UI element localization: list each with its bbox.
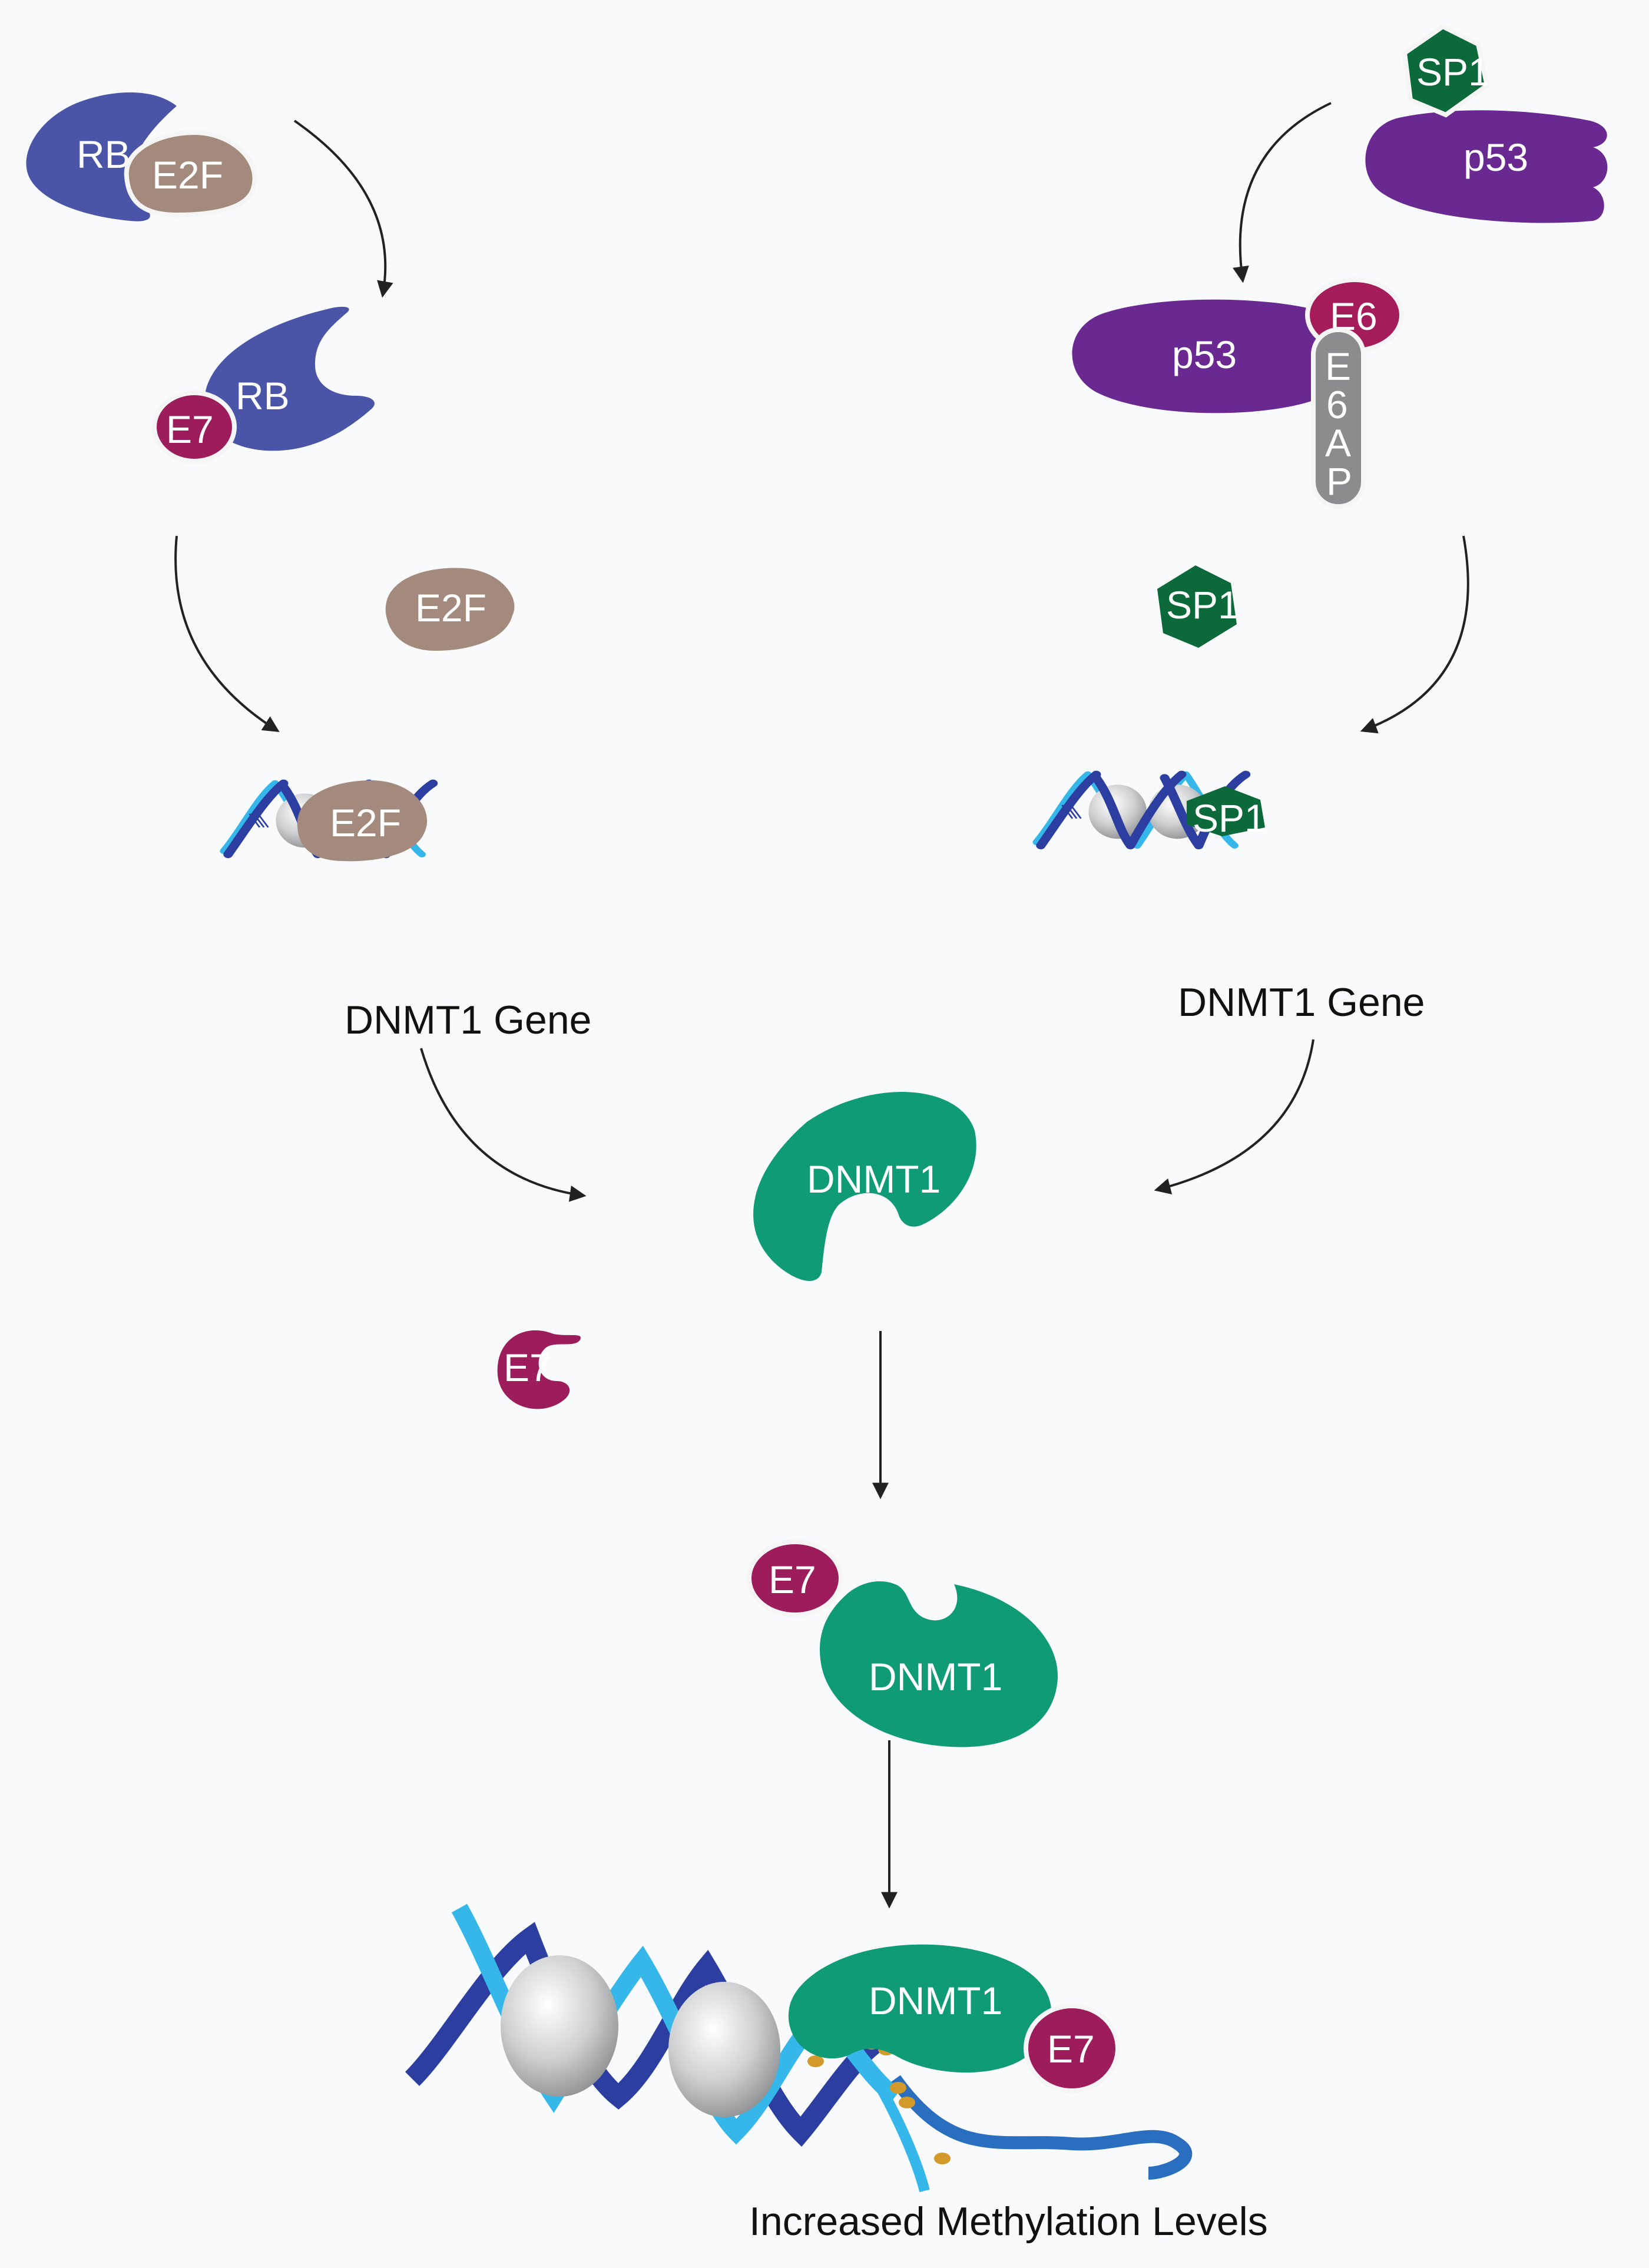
arrow-gene-left-to-dnmt1 (420, 1048, 587, 1202)
dna-strand-dark (1091, 774, 1135, 850)
dna-strand-dark (1125, 770, 1187, 850)
sp1-p53-complex: p53 SP1 (1365, 24, 1608, 223)
arrow-rb-release (293, 120, 393, 298)
sp1-free: SP1 (1157, 565, 1240, 648)
dnmt1-free: DNMT1 (753, 1091, 976, 1281)
sp1-protein-top (1402, 24, 1490, 118)
sp1-protein-free (1157, 565, 1237, 648)
rb-top-label: RB (77, 133, 131, 176)
p53-protein-bound (1072, 299, 1332, 413)
methyl-group (807, 2055, 824, 2067)
e2f-on-dna: E2F (297, 780, 428, 862)
dnmt1-bottom-label: DNMT1 (869, 1979, 1002, 2022)
e7-protein-free (497, 1330, 581, 1409)
dnmt1-protein-mid (753, 1091, 976, 1281)
p53-bound-label: p53 (1172, 333, 1237, 376)
sp1-protein-dna (1187, 786, 1265, 836)
sp1-free-label: SP1 (1166, 583, 1240, 627)
e7-free-label: E7 (504, 1346, 551, 1389)
caption: Increased Methylation Levels (749, 2199, 1268, 2244)
e2f-protein-top (124, 130, 257, 218)
e2f-protein-free (385, 568, 515, 651)
e2f-top-label: E2F (152, 153, 223, 197)
e6ap-letter-4: P (1326, 459, 1352, 503)
e6ap-protein (1311, 327, 1366, 509)
base-pair-tick (1061, 804, 1074, 819)
p53-protein-top (1365, 110, 1608, 223)
e2f-protein-dna (297, 780, 428, 862)
rb-bound-label: RB (236, 374, 290, 418)
e7-bottom-label: E7 (1047, 2027, 1095, 2071)
e7-protein-bound (152, 390, 237, 463)
base-pair-tick (1069, 804, 1082, 819)
sp1-top-label: SP1 (1416, 50, 1490, 94)
gene-right-label: DNMT1 Gene (1178, 980, 1425, 1025)
arrow-sp1-to-gene-right (1360, 535, 1469, 734)
methyl-group (890, 2082, 906, 2094)
e7-complex-label: E7 (769, 1558, 816, 1601)
base-pair-tick (249, 813, 261, 828)
sp1-dna-label: SP1 (1193, 796, 1266, 840)
e7-free: E7 (497, 1330, 581, 1409)
base-pair-tick (1065, 804, 1078, 819)
rb-e2f-complex: RB E2F (26, 92, 257, 221)
dnmt1-protein-complex (820, 1581, 1058, 1747)
rb-protein-top (26, 92, 177, 221)
arrows (174, 102, 1469, 1909)
methyl-group (899, 2097, 915, 2108)
arrow-p53-degradation (1233, 102, 1332, 283)
p53-top-label: p53 (1463, 135, 1528, 179)
sp1-on-dna: SP1 (1187, 786, 1266, 840)
e7-rb-complex: RB E7 (152, 306, 375, 463)
e6ap-letter-2: 6 (1326, 383, 1348, 426)
base-pair-tick (257, 813, 269, 828)
dna-tail-dark (890, 2075, 1193, 2180)
p53-e6-e6ap-complex: p53 E6 E 6 A P (1072, 277, 1404, 509)
e6ap-letter-3: A (1325, 421, 1351, 465)
arrow-gene-right-to-dnmt1 (1154, 1039, 1314, 1195)
arrow-e2f-to-gene-left (174, 535, 280, 732)
e2f-free-label: E2F (415, 586, 486, 630)
dnmt1-complex-label: DNMT1 (869, 1655, 1002, 1698)
dna-strand-dark-bottom (405, 1922, 889, 2147)
histone-bottom-2 (668, 1982, 780, 2117)
e7-bound-label: E7 (166, 408, 214, 451)
methyl-group (934, 2153, 951, 2164)
e2f-free: E2F (385, 568, 515, 651)
e7-protein-bottom (1024, 2004, 1120, 2093)
methylated-dna: DNMT1 E7 (405, 1903, 1193, 2193)
gene-left-label: DNMT1 Gene (345, 998, 591, 1042)
e2f-dna-label: E2F (330, 801, 401, 845)
e7-protein-complex (747, 1539, 843, 1617)
e6ap-letter-1: E (1325, 345, 1351, 388)
dna-gene-right (1032, 770, 1251, 850)
rb-protein-bound (204, 306, 375, 451)
dna-strand-dark (1160, 774, 1204, 850)
dnmt1-protein-bottom (788, 1944, 1052, 2073)
dna-strand-dark (1036, 770, 1101, 850)
dnmt1-mid-label: DNMT1 (807, 1157, 941, 1201)
base-pair-tick (253, 813, 265, 828)
e7-dnmt1-complex: DNMT1 E7 (747, 1539, 1058, 1747)
dna-strand-dark (223, 779, 289, 859)
histone-bottom-1 (501, 1955, 618, 2097)
